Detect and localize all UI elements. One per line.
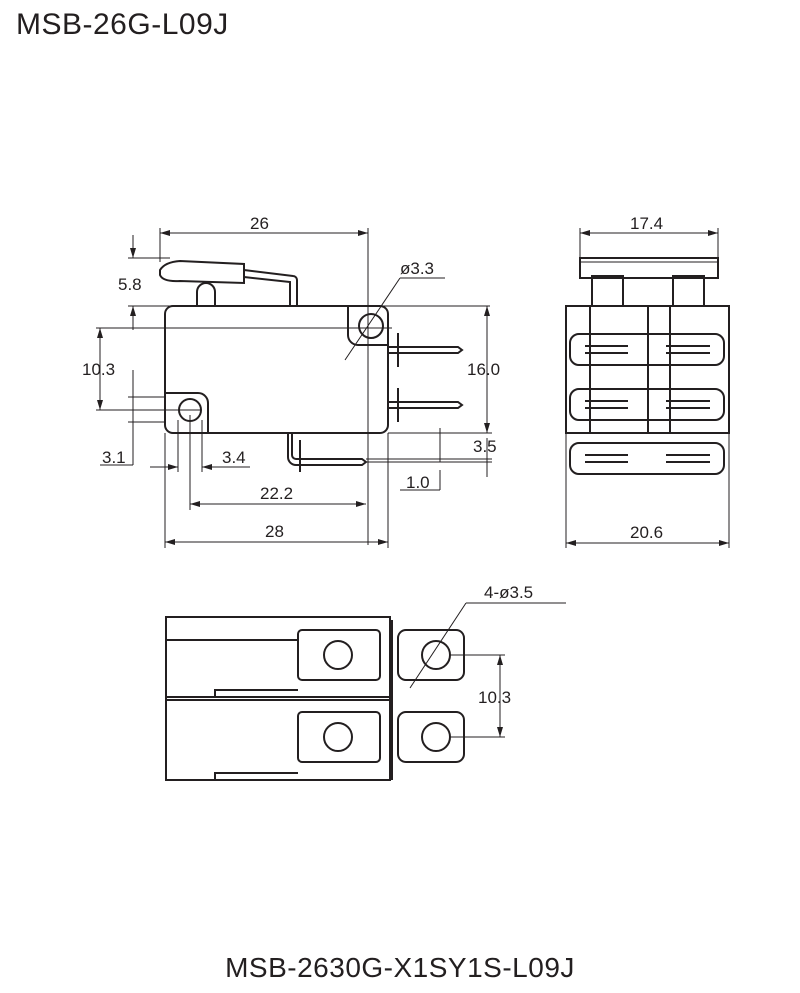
dim-hole-dia: ø3.3: [400, 259, 434, 278]
lever-wire: [243, 269, 298, 306]
dim-pitch-10-3: 10.3: [478, 688, 511, 707]
mount-hole: [358, 313, 384, 339]
dim-holes: 4-ø3.5: [484, 583, 533, 602]
side-view: 26 5.8 ø3.3 10.3 16.0 3.5 1.0 3.1 3.4 22…: [82, 214, 500, 548]
front-view: 17.4 20.6: [565, 214, 730, 548]
dim-17-4: 17.4: [630, 214, 663, 233]
roller-tab: [165, 392, 209, 433]
bottom-dimension-lines: [409, 602, 566, 738]
dim-3-5: 3.5: [473, 437, 497, 456]
side-dimension-lines: [96, 228, 492, 548]
front-dimension-lines: [565, 228, 730, 548]
terminal-hole: [421, 722, 451, 752]
plunger: [196, 282, 216, 306]
lever-paddle: [159, 259, 245, 285]
post: [672, 275, 705, 307]
terminals: [287, 333, 464, 472]
dim-1-0: 1.0: [406, 473, 430, 492]
terminal-slots: [569, 333, 725, 475]
dim-16-0: 16.0: [467, 360, 500, 379]
top-plate: [579, 257, 719, 279]
drawing-model-number: MSB-2630G-X1SY1S-L09J: [225, 952, 575, 983]
dim-10-3: 10.3: [82, 360, 115, 379]
dim-3-4: 3.4: [222, 448, 246, 467]
dim-26: 26: [250, 214, 269, 233]
bottom-view: 4-ø3.5 10.3: [165, 583, 566, 781]
bottom-body: [165, 616, 391, 781]
post: [591, 275, 624, 307]
dim-3-1: 3.1: [102, 448, 126, 467]
mount-tab: [347, 306, 388, 346]
switch-body: [164, 305, 389, 434]
dim-5-8: 5.8: [118, 275, 142, 294]
drawing-title: MSB-26G-L09J: [16, 8, 229, 41]
terminal-hole: [421, 640, 451, 670]
dim-20-6: 20.6: [630, 523, 663, 542]
dim-22-2: 22.2: [260, 484, 293, 503]
terminal-hole: [323, 640, 353, 670]
dim-28: 28: [265, 522, 284, 541]
terminal-hole: [323, 722, 353, 752]
